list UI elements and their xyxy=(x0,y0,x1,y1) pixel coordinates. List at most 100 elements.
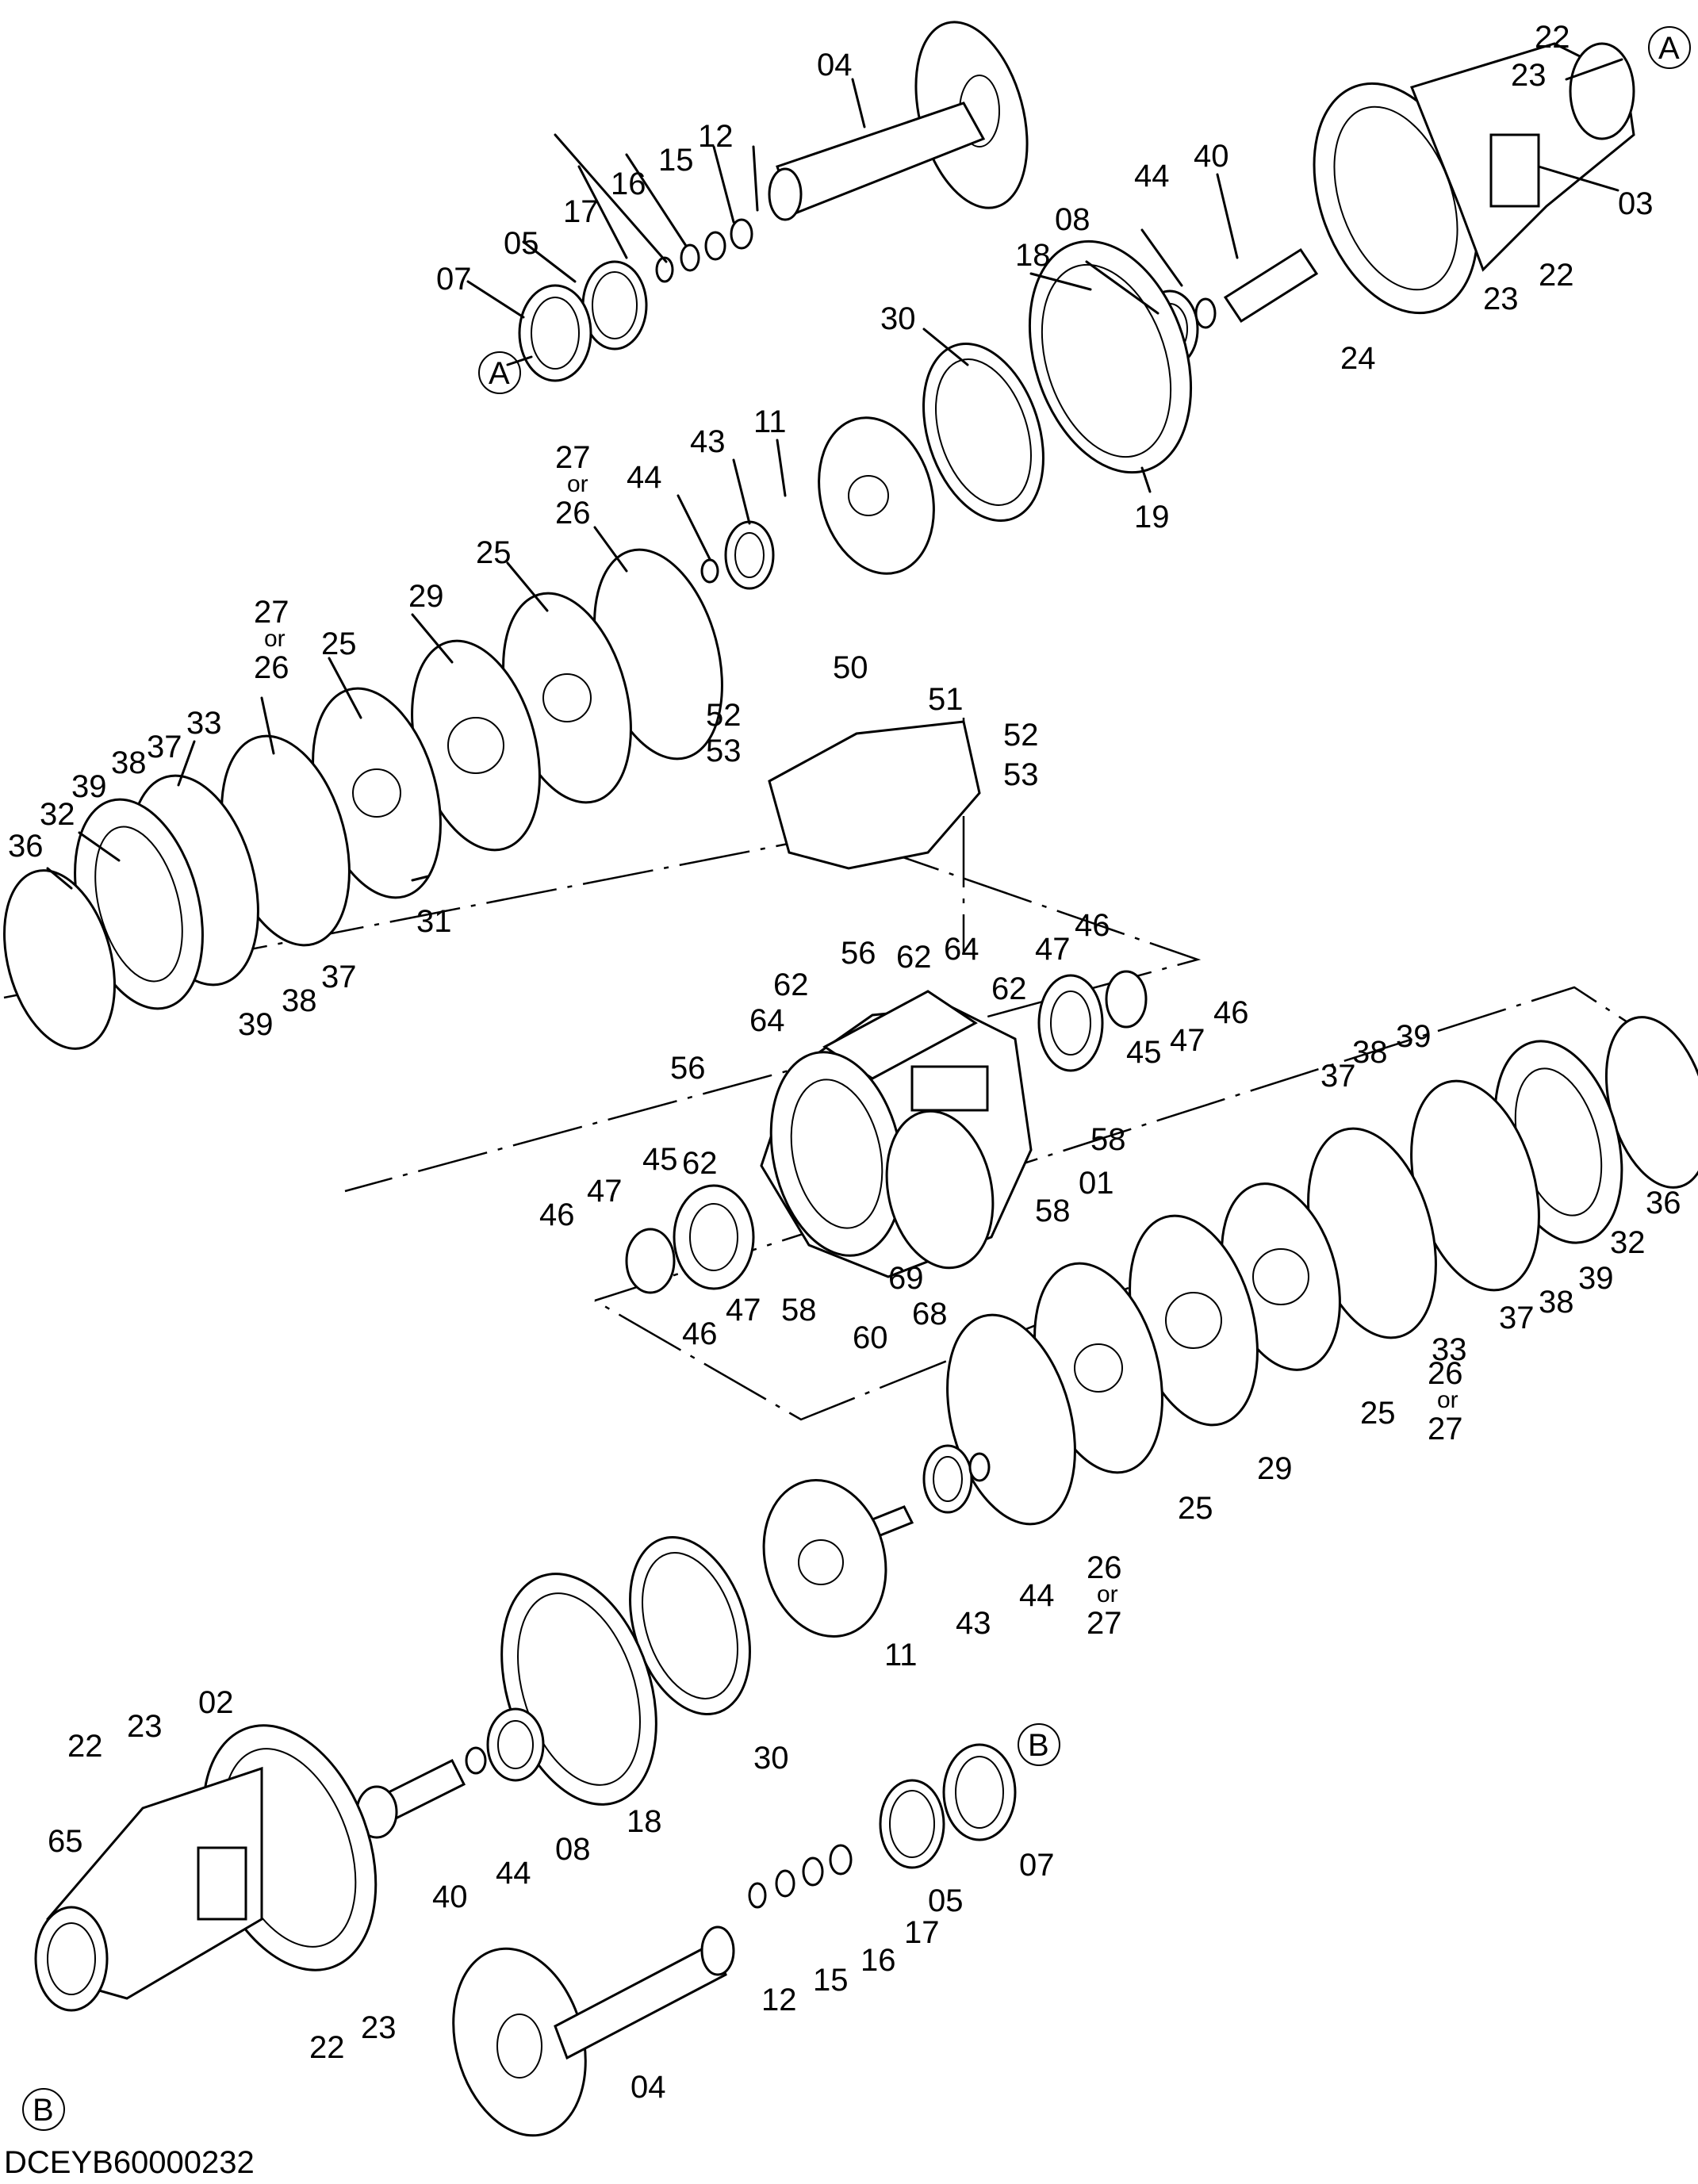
label-44d: 44 xyxy=(496,1856,531,1891)
label-or-a: or xyxy=(567,471,588,497)
label-12: 12 xyxy=(698,119,734,154)
label-26c: 26 xyxy=(1428,1356,1463,1391)
label-45b: 45 xyxy=(642,1142,678,1177)
label-43: 43 xyxy=(690,424,726,459)
label-25b: 25 xyxy=(321,626,357,661)
label-04: 04 xyxy=(817,48,853,82)
label-18b: 18 xyxy=(627,1804,662,1839)
label-36a: 36 xyxy=(8,829,44,864)
seals-lower xyxy=(748,1743,1017,1909)
reference-markers: A A B B xyxy=(22,26,1691,2131)
seals-upper xyxy=(518,218,753,382)
label-69: 69 xyxy=(888,1261,924,1296)
upper-left-boundary xyxy=(3,833,1202,1193)
label-30: 30 xyxy=(880,301,916,336)
label-26b: 26 xyxy=(254,650,289,685)
label-or-d: or xyxy=(1097,1581,1118,1607)
label-40: 40 xyxy=(1194,139,1229,174)
label-38b: 38 xyxy=(282,983,317,1018)
label-05: 05 xyxy=(504,226,539,261)
center-housing xyxy=(760,990,1033,1278)
label-01: 01 xyxy=(1079,1166,1114,1201)
label-25a: 25 xyxy=(476,535,512,570)
label-64b: 64 xyxy=(749,1003,785,1038)
label-11b: 11 xyxy=(884,1638,918,1672)
label-17: 17 xyxy=(563,194,599,229)
label-25d: 25 xyxy=(1178,1491,1213,1526)
label-46d: 46 xyxy=(682,1316,718,1351)
label-23: 23 xyxy=(1511,58,1547,93)
label-33b: 33 xyxy=(1432,1332,1467,1367)
inspection-cover xyxy=(768,720,981,870)
label-37c: 37 xyxy=(1320,1059,1356,1094)
label-27d: 27 xyxy=(1087,1606,1122,1641)
label-08b: 08 xyxy=(555,1832,591,1867)
ref-b-bottom: B xyxy=(33,2093,54,2128)
label-46c: 46 xyxy=(539,1197,575,1232)
label-11: 11 xyxy=(753,404,787,439)
axle-housing-left xyxy=(34,1724,378,2012)
label-60: 60 xyxy=(853,1320,888,1355)
disc-pack-upper xyxy=(3,548,723,1050)
label-39d: 39 xyxy=(1578,1261,1614,1296)
label-23b: 23 xyxy=(1483,282,1519,316)
label-or-b: or xyxy=(264,626,286,652)
label-23c: 23 xyxy=(127,1709,163,1744)
side-bearings xyxy=(625,970,1148,1294)
label-22: 22 xyxy=(1535,20,1570,55)
ref-a-top: A xyxy=(1658,31,1680,66)
label-44c: 44 xyxy=(1019,1578,1055,1613)
label-03: 03 xyxy=(1618,186,1654,221)
label-39c: 39 xyxy=(1396,1019,1432,1054)
ref-b-top: B xyxy=(1028,1728,1049,1763)
hub-lower xyxy=(355,1536,751,1839)
ref-circle-b-bottom xyxy=(22,2088,65,2131)
label-44b: 44 xyxy=(627,460,662,495)
label-07b: 07 xyxy=(1019,1848,1055,1883)
label-15: 15 xyxy=(658,143,694,178)
label-47b: 47 xyxy=(1170,1023,1205,1058)
label-68: 68 xyxy=(912,1297,948,1331)
label-23d: 23 xyxy=(361,2010,397,2045)
label-38a: 38 xyxy=(111,745,147,780)
label-47d: 47 xyxy=(726,1293,761,1328)
label-65: 65 xyxy=(48,1824,83,1859)
label-43b: 43 xyxy=(956,1606,991,1641)
label-62d: 62 xyxy=(682,1146,718,1181)
label-38d: 38 xyxy=(1539,1285,1574,1320)
label-58b: 58 xyxy=(1035,1194,1071,1228)
label-29b: 29 xyxy=(1257,1451,1293,1486)
label-36b: 36 xyxy=(1646,1186,1681,1220)
label-39b: 39 xyxy=(238,1007,274,1042)
label-15b: 15 xyxy=(813,1963,849,1998)
label-22d: 22 xyxy=(309,2030,345,2065)
drawing-code: DCEYB60000232 xyxy=(4,2145,255,2180)
label-52b: 52 xyxy=(1003,718,1039,753)
label-18: 18 xyxy=(1015,238,1051,273)
label-07: 07 xyxy=(436,262,472,297)
label-64a: 64 xyxy=(944,932,979,967)
label-or-c: or xyxy=(1437,1387,1458,1413)
label-12b: 12 xyxy=(761,1983,797,2017)
axle-housing-right xyxy=(1313,42,1635,315)
leader-lines xyxy=(46,58,1623,890)
label-38c: 38 xyxy=(1352,1035,1388,1070)
label-53b: 53 xyxy=(1003,757,1039,792)
label-27c: 27 xyxy=(1428,1412,1463,1446)
label-62a: 62 xyxy=(896,940,932,975)
label-04b: 04 xyxy=(631,2070,666,2105)
label-39a: 39 xyxy=(71,769,107,804)
label-02: 02 xyxy=(198,1685,234,1720)
label-62c: 62 xyxy=(773,967,809,1002)
planet-carrier-upper xyxy=(700,416,935,590)
label-53a: 53 xyxy=(706,734,742,768)
label-47a: 47 xyxy=(1035,932,1071,967)
label-25c: 25 xyxy=(1360,1396,1396,1431)
label-46b: 46 xyxy=(1213,995,1249,1030)
label-32b: 32 xyxy=(1610,1225,1646,1260)
label-37d: 37 xyxy=(1499,1301,1535,1335)
label-27a: 27 xyxy=(555,440,591,475)
label-45a: 45 xyxy=(1126,1035,1162,1070)
label-52a: 52 xyxy=(706,698,742,733)
